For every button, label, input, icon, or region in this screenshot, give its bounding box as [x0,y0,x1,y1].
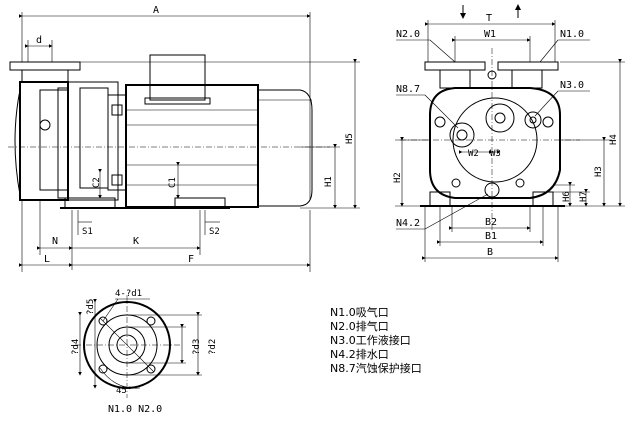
dim-H6: H6 [562,191,572,202]
dim-K: K [133,236,139,247]
dim-d4: ?d4 [71,339,81,355]
dim-T: T [486,13,492,24]
legend-item: N3.0工作液接口 [330,333,411,347]
port-legend: N1.0吸气口 N2.0排气口 N3.0工作液接口 N4.2排水口 N8.7汽蚀… [330,305,422,375]
port-N2: N2.0 [396,29,420,40]
legend-item: N8.7汽蚀保护接口 [330,361,422,375]
dim-S2: S2 [209,227,220,237]
dim-d3: ?d3 [192,339,202,355]
dim-W1: W1 [484,29,496,40]
legend-item: N2.0排气口 [330,319,389,333]
dim-H3: H3 [594,166,604,177]
dim-B2: B2 [485,217,497,228]
dim-S1: S1 [82,227,93,237]
dim-L: L [44,254,50,265]
dim-H1: H1 [324,176,334,187]
dim-F: F [188,254,194,265]
side-view: A d [8,5,360,272]
port-N4: N4.2 [396,218,420,229]
dim-W2: W2 [468,149,479,159]
port-N8: N8.7 [396,84,420,95]
dim-d5: ?d5 [86,299,96,315]
flange-view: 4-?d1 ?d5 ?d4 ?d3 ?d2 45° N1.0 N2.0 [71,289,218,415]
end-view: T W1 W2 [393,4,625,262]
dim-angle: 45° [116,386,132,396]
port-N3: N3.0 [560,80,584,91]
port-N1: N1.0 [560,29,584,40]
dim-d2: ?d2 [208,339,218,355]
flange-ports: N1.0 N2.0 [108,404,162,415]
dim-4-d1: 4-?d1 [115,289,142,299]
dim-H5: H5 [345,133,355,144]
dim-H7: H7 [579,191,589,202]
legend-item: N1.0吸气口 [330,305,389,319]
dim-B: B [487,247,493,258]
dim-B1: B1 [485,231,497,242]
dim-N: N [52,236,58,247]
dim-A: A [153,5,159,16]
dim-H4: H4 [609,134,619,145]
dim-H2: H2 [393,172,403,183]
dim-C1: C1 [168,177,178,188]
dim-W3: W3 [490,149,501,159]
legend-item: N4.2排水口 [330,347,389,361]
dim-d: d [36,35,42,46]
dim-C2: C2 [92,177,102,188]
